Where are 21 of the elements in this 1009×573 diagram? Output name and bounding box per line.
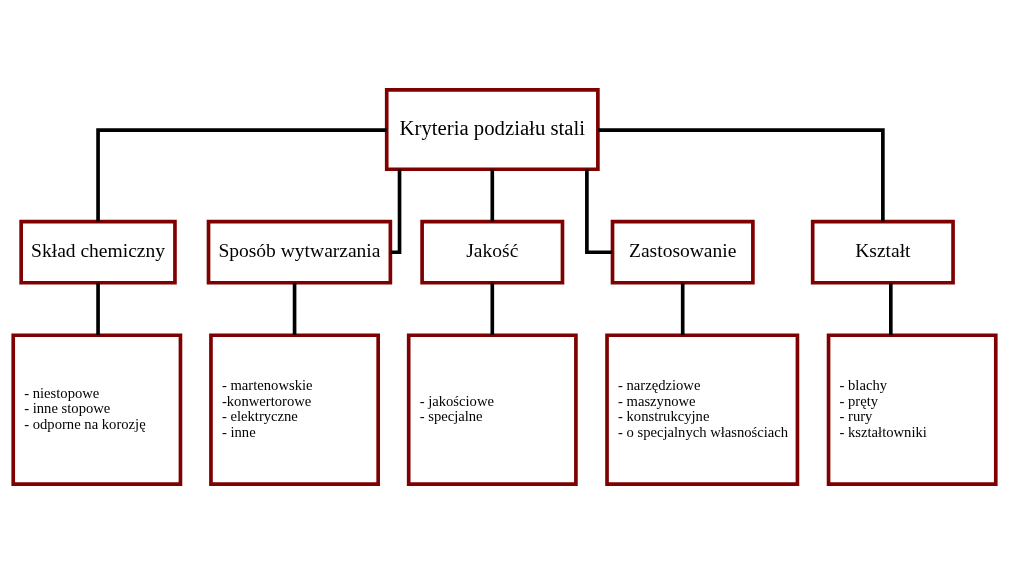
connector (598, 127, 885, 221)
node-box: Zastosowanie (610, 219, 755, 285)
connector (888, 282, 893, 335)
node-box: Skład chemiczny (19, 219, 177, 285)
connector (292, 282, 297, 335)
node-box: Jakość (420, 219, 565, 285)
node-box: - martenowskie -konwertorowe - elektryczne - inne (209, 332, 380, 486)
connector (96, 282, 100, 335)
node-box: - narzędziowe - maszynowe - konstrukcyjne - o specjalnych własnościach (605, 332, 800, 486)
node-box: Sposób wytwarzania (206, 219, 393, 285)
node-box: - blachy - pręty - rury - kształtowniki (826, 332, 998, 486)
connector (490, 168, 495, 222)
node-box: Kształt (810, 219, 955, 285)
node-box: - jakościowe - specjalne (406, 332, 578, 486)
connector (390, 168, 402, 254)
connector (585, 168, 613, 254)
connector (680, 282, 685, 335)
connector (490, 282, 495, 335)
connector (96, 127, 387, 221)
node-box: Kryteria podziału stali (384, 87, 600, 171)
node-box: - niestopowe - inne stopowe - odporne na korozję (11, 332, 183, 486)
